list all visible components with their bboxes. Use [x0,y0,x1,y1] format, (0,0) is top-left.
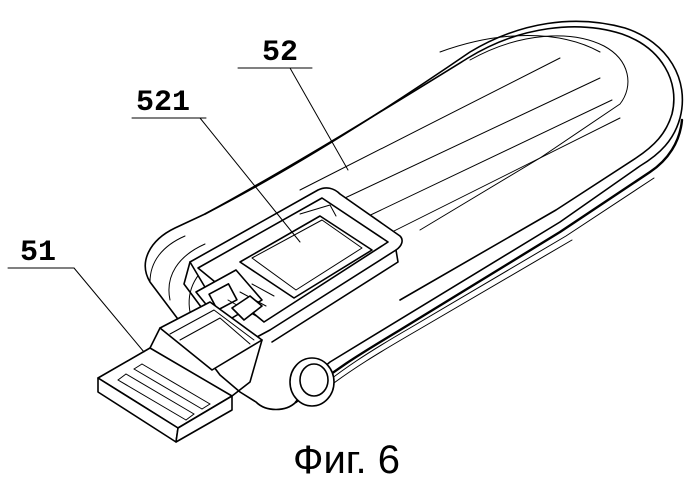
label-window: 521 [136,86,190,120]
label-body: 52 [262,36,298,70]
label-51-group: 51 [8,236,144,352]
leader-line-51-tail [74,268,144,352]
figure-caption: Фиг. 6 [0,436,693,484]
label-connector: 51 [20,236,56,270]
